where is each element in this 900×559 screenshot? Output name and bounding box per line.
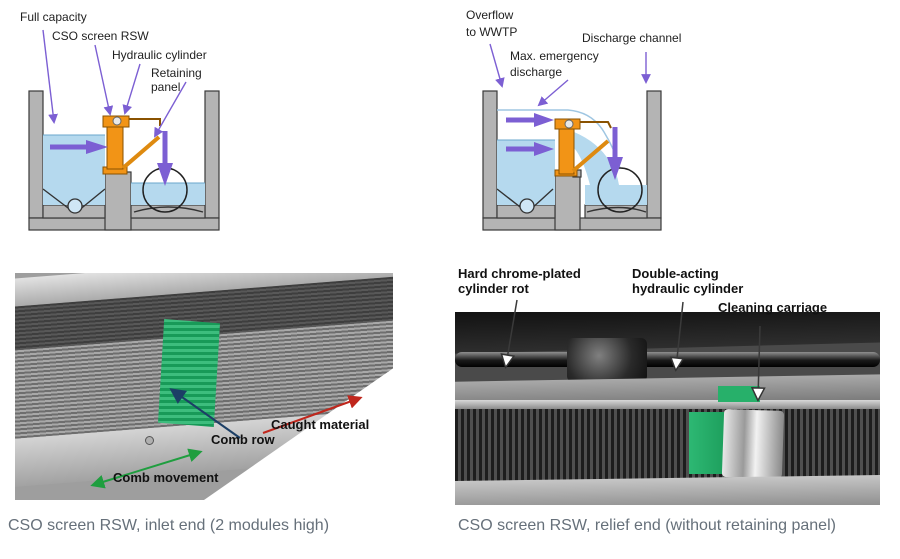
double-acting-pointer xyxy=(676,301,683,368)
guide-rail xyxy=(455,400,880,409)
screw-detail xyxy=(145,436,154,445)
schematic-left-inlet: Full capacity CSO screen RSW Hydraulic c… xyxy=(20,10,220,231)
photo-inlet-end: Caught material Comb row Comb movement xyxy=(15,273,393,500)
annotation-hard-chrome-line2: cylinder rot xyxy=(458,281,529,296)
photo-relief-end xyxy=(455,312,880,505)
cylinder-body xyxy=(106,125,124,170)
hopper-roller xyxy=(519,198,535,214)
channel-right-wall xyxy=(646,90,662,219)
hard-chrome-pointer xyxy=(506,299,518,365)
chrome-rod-shape xyxy=(455,352,880,367)
inflow-arrowhead xyxy=(534,142,554,156)
cylinder-arm xyxy=(129,118,161,126)
comb-row-pointer xyxy=(169,388,241,439)
annotation-comb-movement: Comb movement xyxy=(113,470,219,485)
label-cso-screen-rsw: CSO screen RSW xyxy=(52,29,149,43)
comb-row-shape xyxy=(158,319,220,427)
retaining-panel-pointer xyxy=(154,81,187,138)
photo-right-annotation-arrows xyxy=(440,299,900,510)
caption-relief-end: CSO screen RSW, relief end (without reta… xyxy=(458,517,836,534)
caught-material-arrow xyxy=(262,395,363,434)
cylinder-body xyxy=(558,128,575,175)
cylinder-pivot xyxy=(564,119,574,129)
pipe-cradle xyxy=(586,206,647,213)
pipe-cradle xyxy=(133,206,204,213)
channel-left-wall xyxy=(482,90,498,219)
label-retaining-1: Retaining xyxy=(151,66,202,80)
cylinder-arm xyxy=(580,121,612,129)
full-capacity-pointer xyxy=(42,29,58,124)
overflow-pointer xyxy=(489,43,505,88)
rod-coupling xyxy=(567,338,647,382)
label-hydraulic-cylinder: Hydraulic cylinder xyxy=(112,48,207,62)
downflow-arrowhead xyxy=(607,157,623,180)
vertical-bar-screen xyxy=(455,407,880,485)
channel-right-wall xyxy=(204,90,220,219)
cleaning-carriage-pointer xyxy=(758,325,760,398)
hopper-roller xyxy=(67,198,83,214)
inflow-arrowhead xyxy=(86,140,108,154)
schematic-right-overflow: Overflow to WWTP Max. emergency discharg… xyxy=(466,8,681,231)
photo-left-annotations xyxy=(90,388,363,489)
annotation-comb-row: Comb row xyxy=(211,432,275,447)
carriage-green-body xyxy=(689,412,727,474)
discharge-pipe xyxy=(597,167,643,213)
label-max-emergency-2: discharge xyxy=(510,65,562,79)
label-discharge-channel: Discharge channel xyxy=(582,31,681,45)
cylinder-pivot xyxy=(112,116,122,126)
annotation-hard-chrome-line1: Hard chrome-plated xyxy=(458,266,581,281)
discharge-water xyxy=(131,183,205,205)
cso-screen-pointer xyxy=(94,44,114,116)
label-overflow-1: Overflow xyxy=(466,8,514,22)
screen-pedestal xyxy=(104,171,132,231)
carriage-green-tab xyxy=(718,386,760,402)
label-overflow-2: to WWTP xyxy=(466,25,517,39)
max-emergency-pointer xyxy=(537,79,569,107)
annotation-caught-material: Caught material xyxy=(271,417,370,432)
overflow-arrowhead xyxy=(534,113,554,127)
caption-inlet-end: CSO screen RSW, inlet end (2 modules hig… xyxy=(8,517,330,534)
retaining-panel-shape xyxy=(571,139,610,173)
annotation-hard-chrome: Hard chrome-plated cylinder rot xyxy=(458,266,581,296)
annotation-cleaning-carriage: Cleaning carriage xyxy=(718,300,828,315)
label-full-capacity: Full capacity xyxy=(20,10,87,24)
retaining-panel-shape xyxy=(121,135,161,170)
hydraulic-cylinder-pointer xyxy=(122,63,141,115)
comb-movement-arrow xyxy=(90,448,203,489)
label-retaining-2: panel xyxy=(151,80,180,94)
screen-pedestal xyxy=(554,174,581,231)
annotation-double-acting-line2: hydraulic cylinder xyxy=(632,281,744,296)
label-max-emergency-1: Max. emergency xyxy=(510,49,599,63)
downflow-arrowhead xyxy=(157,163,173,186)
annotation-double-acting: Double-acting hydraulic cylinder xyxy=(632,266,743,296)
channel-left-wall xyxy=(28,90,44,219)
annotation-double-acting-line1: Double-acting xyxy=(632,266,719,281)
